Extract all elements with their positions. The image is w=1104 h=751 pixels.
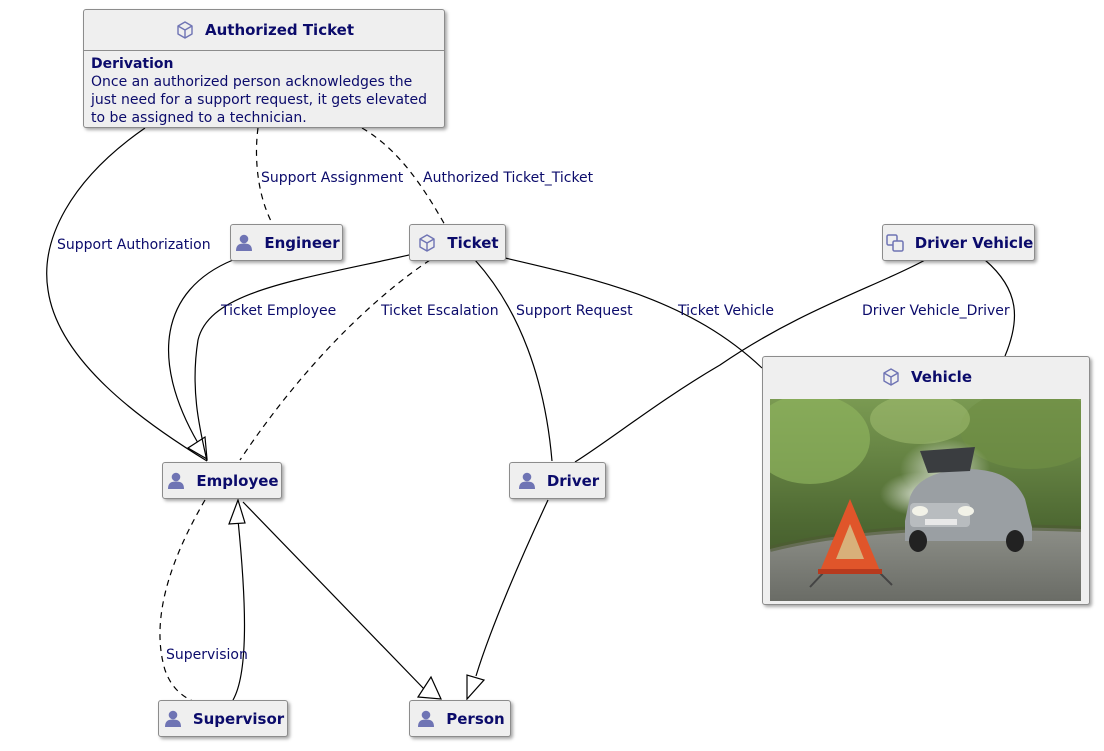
derivation-text: Once an authorized person acknowledges t… (91, 74, 428, 126)
derivation-heading: Derivation (91, 56, 174, 72)
edge-authorized-ticket-ticket (361, 127, 446, 226)
node-driver[interactable]: Driver (509, 462, 606, 499)
edge-ticket-employee (194, 252, 419, 462)
node-title: Employee (196, 471, 279, 490)
cube-icon (174, 19, 196, 41)
node-title: Vehicle (911, 368, 972, 386)
node-title: Driver (546, 471, 600, 490)
node-title: Ticket (447, 233, 499, 252)
edge-engineer-generalization (168, 259, 234, 444)
person-icon (165, 470, 187, 492)
person-icon (415, 708, 437, 730)
node-title: Driver Vehicle (914, 233, 1034, 252)
generalization-arrow-employee-person (416, 675, 442, 700)
node-employee[interactable]: Employee (162, 462, 282, 499)
label-authorized-ticket-ticket: Authorized Ticket_Ticket (423, 170, 594, 186)
edge-driver-vehicle-driver (574, 259, 926, 463)
generalization-arrow-supervisor (228, 498, 246, 525)
node-title: Supervisor (192, 709, 285, 728)
label-support-assignment: Support Assignment (261, 170, 404, 186)
relation-icon (884, 232, 906, 254)
edge-supervision (159, 499, 206, 703)
generalization-arrow-driver-person (466, 674, 486, 701)
person-icon (516, 470, 538, 492)
node-engineer[interactable]: Engineer (230, 224, 343, 261)
node-ticket[interactable]: Ticket (409, 224, 506, 261)
edge-supervisor-generalization (232, 519, 246, 701)
edge-driver-person-generalization (475, 499, 549, 677)
node-title: Engineer (264, 233, 340, 252)
node-title: Authorized Ticket (204, 21, 355, 39)
label-driver-vehicle-driver: Driver Vehicle_Driver (862, 303, 1010, 319)
person-icon (162, 708, 184, 730)
vehicle-photo (770, 399, 1081, 601)
label-ticket-employee: Ticket Employee (220, 303, 336, 319)
node-vehicle[interactable]: Vehicle (762, 356, 1090, 605)
node-driver-vehicle[interactable]: Driver Vehicle (882, 224, 1035, 261)
edge-ticket-escalation (239, 259, 431, 461)
label-support-request: Support Request (516, 303, 633, 319)
node-supervisor[interactable]: Supervisor (158, 700, 288, 737)
node-title: Person (446, 709, 505, 728)
generalization-arrow-engineer (186, 435, 208, 461)
edge-ticket-vehicle (504, 257, 763, 369)
label-supervision: Supervision (166, 647, 248, 663)
label-support-authorization: Support Authorization (57, 237, 211, 253)
edge-support-request (474, 259, 553, 462)
label-ticket-escalation: Ticket Escalation (380, 303, 499, 319)
edge-driver-vehicle-vehicle (984, 259, 1016, 357)
person-icon (233, 232, 255, 254)
node-authorized-ticket[interactable]: Authorized Ticket Derivation Once an aut… (83, 9, 445, 128)
derivation-compartment: Derivation Once an authorized person ack… (84, 51, 444, 131)
node-person[interactable]: Person (409, 700, 511, 737)
edge-support-authorization (46, 127, 208, 462)
cube-icon (880, 366, 902, 388)
edge-employee-person-generalization (242, 501, 426, 691)
label-ticket-vehicle: Ticket Vehicle (677, 303, 774, 319)
cube-icon (416, 232, 438, 254)
